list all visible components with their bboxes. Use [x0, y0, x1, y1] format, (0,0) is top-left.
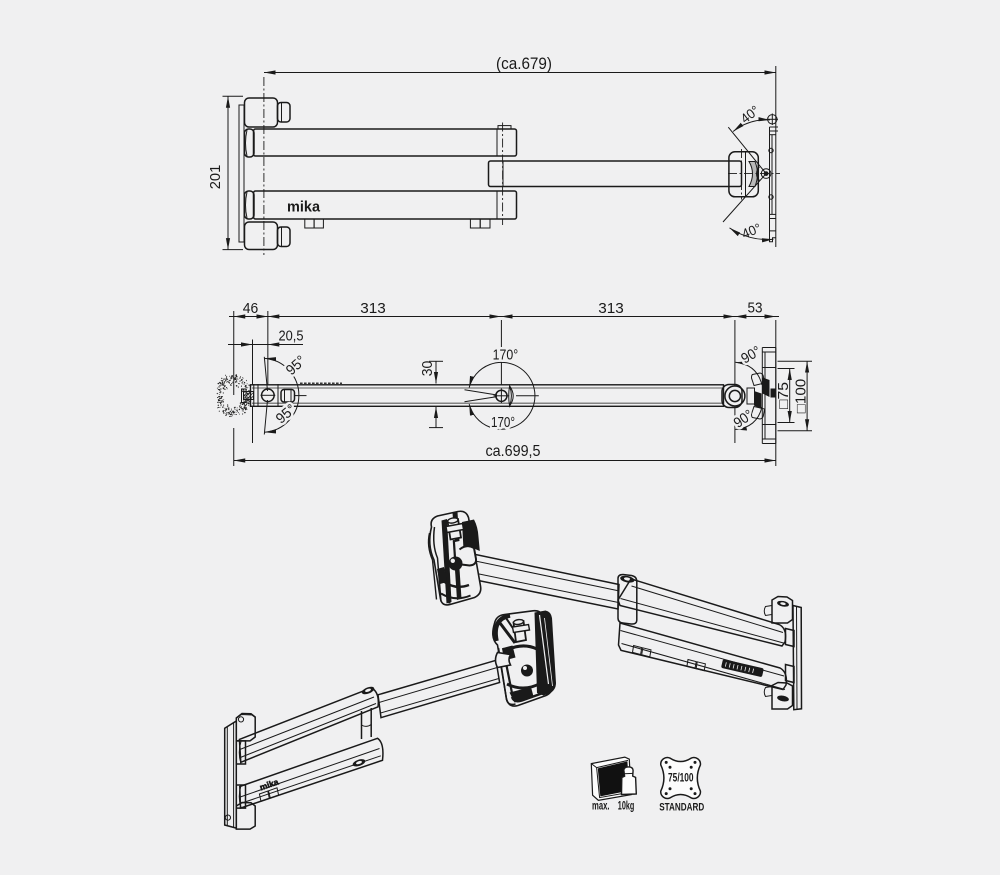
svg-text:□75: □75 [776, 382, 792, 409]
svg-text:170°: 170° [493, 347, 519, 364]
svg-text:□100: □100 [794, 379, 810, 414]
svg-text:201: 201 [208, 165, 224, 190]
svg-text:10kg: 10kg [618, 801, 635, 813]
svg-text:313: 313 [360, 300, 386, 317]
svg-text:46: 46 [243, 301, 259, 317]
svg-text:ca.699,5: ca.699,5 [486, 443, 541, 460]
svg-text:30: 30 [420, 361, 436, 377]
svg-text:170°: 170° [491, 414, 515, 431]
svg-text:(ca.679): (ca.679) [496, 55, 552, 73]
svg-text:313: 313 [598, 300, 624, 317]
svg-text:max.: max. [592, 801, 610, 813]
svg-text:STANDARD: STANDARD [659, 802, 704, 814]
svg-text:53: 53 [748, 301, 763, 317]
svg-text:75/100: 75/100 [668, 770, 694, 784]
svg-text:20,5: 20,5 [279, 329, 304, 345]
svg-text:mika: mika [287, 200, 321, 216]
svg-text:40°: 40° [740, 220, 764, 241]
